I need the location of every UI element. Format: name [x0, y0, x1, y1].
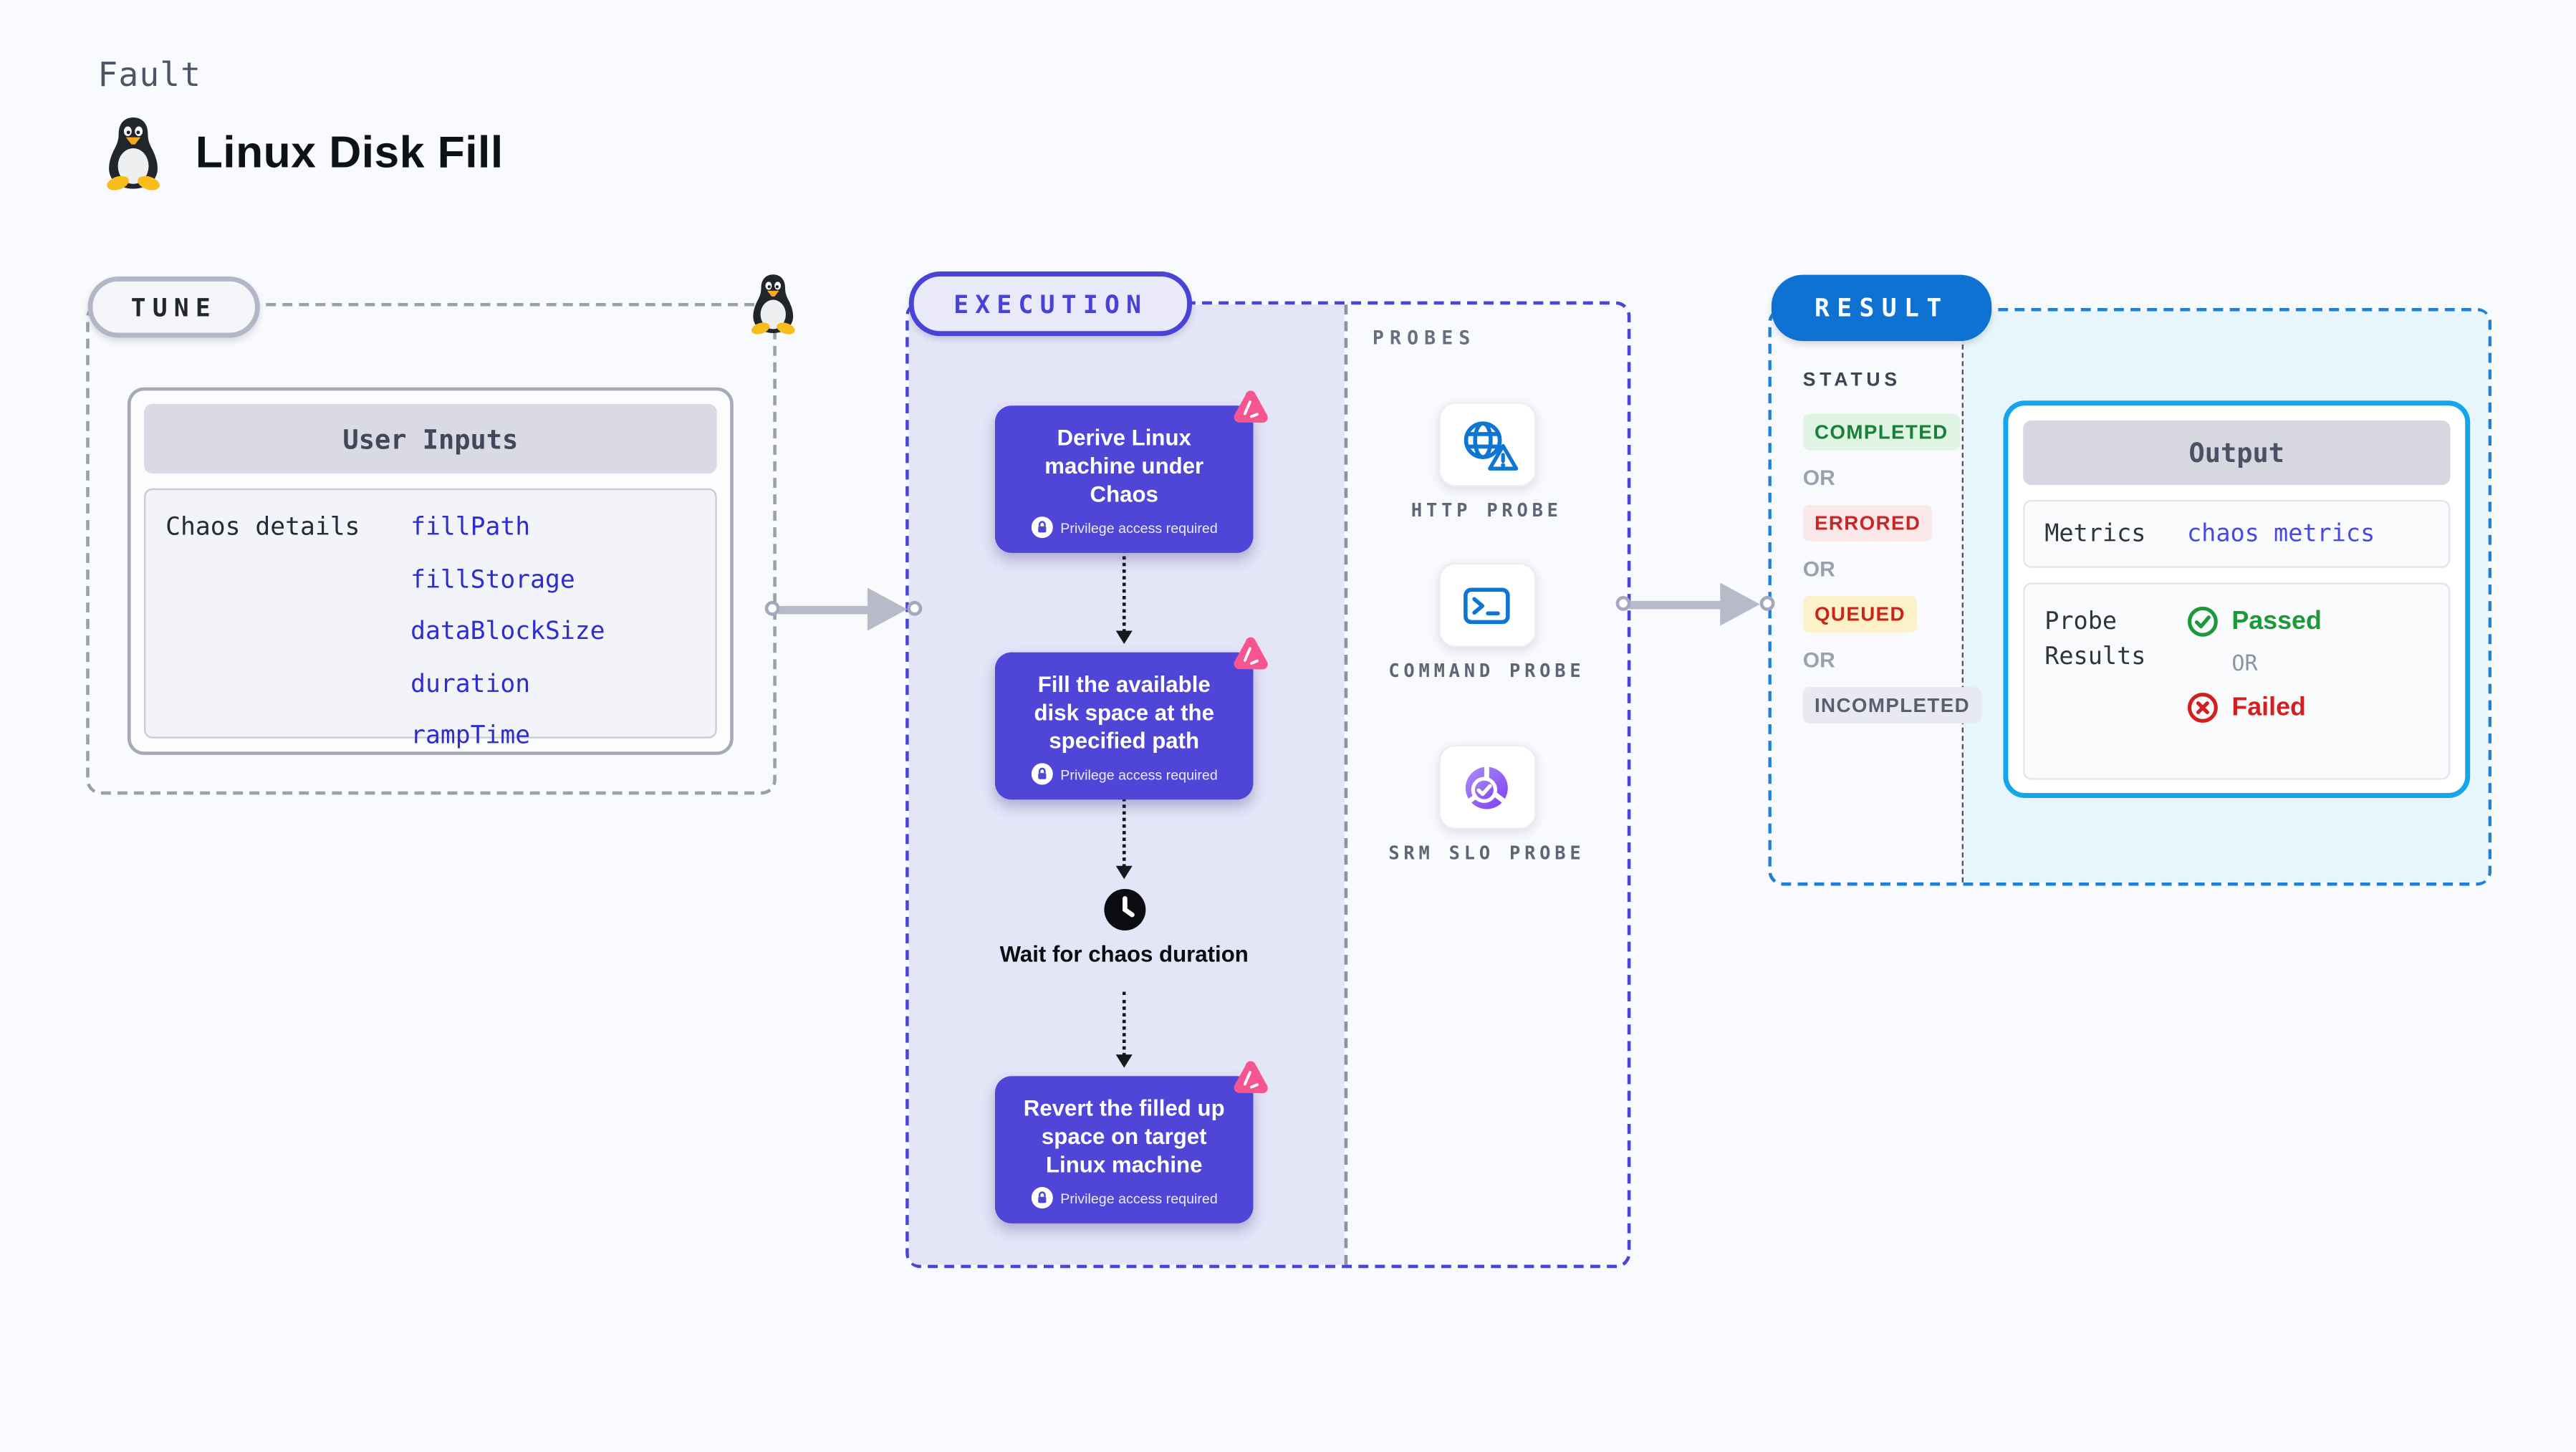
privilege-note: Privilege access required [1060, 765, 1218, 782]
step-fill-disk: Fill the available disk space at the spe… [994, 637, 1268, 800]
litmus-chaos-icon [1234, 637, 1268, 670]
lock-icon [1030, 516, 1052, 539]
result-section: RESULT STATUS COMPLETED OR ERRORED OR QU… [1768, 274, 2492, 886]
step-title: Revert the filled up space on target Lin… [1023, 1095, 1225, 1178]
litmus-chaos-icon [1234, 1061, 1268, 1094]
input-fillstorage: fillStorage [410, 563, 575, 594]
probe-label: COMMAND PROBE [1388, 660, 1585, 683]
step-revert-space: Revert the filled up space on target Lin… [994, 1061, 1268, 1223]
or-label: OR [1802, 556, 1835, 582]
tune-section: TUNE User Inputs Chaos details fillPath … [86, 274, 795, 795]
probe-results-label: Probe Results [2044, 609, 2146, 670]
probe-srm-slo: SRM SLO PROBE [1388, 744, 1586, 866]
status-queued-badge: QUEUED [1802, 595, 1918, 633]
probe-results-values: Passed OR Failed [2187, 606, 2322, 723]
slo-donut-check-icon [1465, 762, 1508, 809]
arrow-shaft [1629, 600, 1727, 609]
user-inputs-header: User Inputs [144, 403, 717, 473]
input-ramptime: rampTime [410, 720, 531, 750]
step-derive-machine: Derive Linux machine under Chaos Privile… [994, 390, 1268, 553]
status-completed-badge: COMPLETED [1802, 413, 1960, 451]
probes-title: PROBES [1372, 326, 1476, 350]
user-inputs-card: User Inputs Chaos details fillPath fillS… [127, 387, 734, 755]
tune-badge: TUNE [87, 276, 261, 338]
connector-dot [1615, 595, 1631, 611]
execution-badge: EXECUTION [908, 271, 1193, 337]
probes-divider [1344, 304, 1348, 1265]
flow-connector [1115, 784, 1133, 880]
privilege-note: Privilege access required [1060, 519, 1218, 536]
failed-label: Failed [2231, 693, 2306, 721]
probe-card [1438, 402, 1536, 487]
metrics-label: Metrics [2044, 520, 2146, 547]
probe-http: HTTP PROBE [1388, 402, 1586, 524]
flow-connector [1115, 544, 1133, 645]
linux-tux-icon [107, 117, 160, 191]
failed-line: Failed [2187, 692, 2322, 723]
probe-command: COMMAND PROBE [1388, 562, 1586, 684]
globe-warning-icon [1464, 420, 1519, 470]
execution-section: EXECUTION Derive Linux machine under Cha… [905, 271, 1631, 1269]
passed-label: Passed [2231, 607, 2322, 635]
connector-dot [764, 600, 780, 616]
privilege-row: Privilege access required [1013, 763, 1235, 785]
result-badge: RESULT [1771, 274, 1992, 342]
execution-to-result-arrow [1615, 582, 1775, 626]
connector-dot [1759, 595, 1775, 611]
or-label: OR [2231, 652, 2258, 678]
arrow-head [868, 587, 908, 631]
chaos-metrics-link[interactable]: chaos metrics [2186, 520, 2375, 547]
status-title: STATUS [1802, 370, 1901, 391]
x-circle-icon [2187, 693, 2218, 723]
linux-tux-icon-small [751, 274, 795, 335]
passed-line: Passed [2187, 606, 2322, 638]
fault-category-label: Fault [97, 54, 202, 95]
wait-label: Wait for chaos duration [999, 942, 1249, 967]
arrow-head [1720, 582, 1760, 626]
privilege-row: Privilege access required [1013, 516, 1235, 539]
metrics-row: Metrics chaos metrics [2023, 499, 2451, 568]
tune-to-execution-arrow [764, 587, 923, 631]
probe-card [1438, 562, 1536, 648]
terminal-icon [1464, 587, 1510, 624]
input-fillpath: fillPath [410, 511, 531, 542]
input-duration: duration [410, 668, 531, 698]
status-errored-badge: ERRORED [1802, 504, 1933, 542]
flow-connector [1115, 991, 1133, 1068]
user-inputs-body: Chaos details fillPath fillStorage dataB… [144, 488, 717, 750]
status-column: STATUS COMPLETED OR ERRORED OR QUEUED OR… [1802, 370, 1982, 723]
litmus-chaos-icon [1234, 390, 1268, 423]
lock-icon [1030, 763, 1052, 785]
clock-icon [1104, 888, 1146, 931]
arrow-shaft [778, 605, 875, 614]
status-output-divider [1961, 311, 1964, 883]
chaos-details-values: fillPath fillStorage dataBlockSize durat… [410, 511, 605, 750]
wait-node [1102, 888, 1147, 932]
status-incompleted-badge: INCOMPLETED [1802, 687, 1982, 723]
probe-label: HTTP PROBE [1410, 499, 1562, 521]
probe-label: SRM SLO PROBE [1388, 842, 1585, 865]
privilege-row: Privilege access required [1013, 1187, 1235, 1209]
page-title: Linux Disk Fill [195, 127, 504, 178]
output-header: Output [2023, 420, 2451, 486]
output-card: Output Metrics chaos metrics Probe Resul… [2003, 400, 2471, 798]
input-datablocksize: dataBlockSize [410, 615, 605, 646]
check-circle-icon [2187, 606, 2218, 637]
or-label: OR [1802, 647, 1835, 673]
or-label: OR [1802, 465, 1835, 491]
lock-icon [1030, 1187, 1052, 1209]
chaos-details-label: Chaos details [165, 511, 360, 542]
page-title-row: Linux Disk Fill [102, 116, 503, 191]
probe-card [1438, 744, 1536, 830]
connector-dot [907, 600, 923, 616]
privilege-note: Privilege access required [1060, 1189, 1218, 1206]
step-title: Fill the available disk space at the spe… [1034, 672, 1214, 754]
probe-results-row: Probe Results Passed OR [2023, 582, 2451, 780]
step-title: Derive Linux machine under Chaos [1044, 425, 1204, 507]
